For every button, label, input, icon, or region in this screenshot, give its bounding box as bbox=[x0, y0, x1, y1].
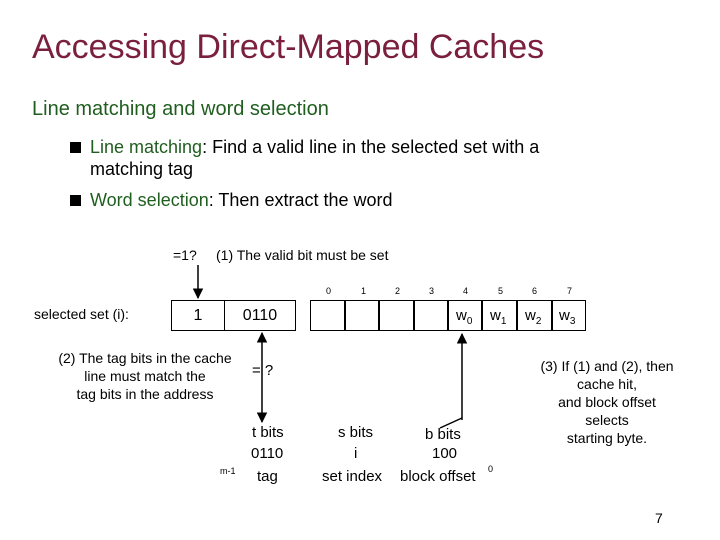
selected-set-label: selected set (i): bbox=[34, 306, 129, 322]
bullet-marker bbox=[70, 142, 81, 153]
block-divider bbox=[516, 300, 518, 331]
byte-index: 2 bbox=[395, 286, 401, 296]
s-bits-label: s bits bbox=[338, 424, 374, 441]
cache-hit-note: (3) If (1) and (2), then cache hit, and … bbox=[540, 358, 674, 446]
word-w3: w3 bbox=[559, 307, 576, 327]
block-offset-label: block offset bbox=[400, 468, 476, 485]
block-divider bbox=[447, 300, 449, 331]
bullet-line-matching-cont: matching tag bbox=[90, 159, 194, 179]
set-index-label: set index bbox=[322, 468, 383, 485]
valid-check-label: =1? bbox=[173, 247, 197, 263]
bullet-word-selection: Word selection: Then extract the word bbox=[90, 189, 393, 211]
bullet-line-matching: Line matching: Find a valid line in the … bbox=[90, 136, 539, 158]
bullet-text: : Find a valid line in the selected set … bbox=[202, 137, 540, 157]
byte-index: 3 bbox=[429, 286, 435, 296]
bullet-text: : Then extract the word bbox=[208, 190, 393, 210]
address-tag-value: 0110 bbox=[251, 445, 284, 462]
word-w1: w1 bbox=[490, 307, 507, 327]
offset-connector bbox=[439, 417, 463, 429]
block-offset-value: 100 bbox=[432, 445, 458, 462]
page-number: 7 bbox=[655, 510, 663, 526]
msb-index: m-1 bbox=[220, 466, 236, 476]
word-w0: w0 bbox=[456, 307, 473, 327]
byte-index: 6 bbox=[532, 286, 538, 296]
lsb-index: 0 bbox=[488, 464, 494, 474]
byte-index: 4 bbox=[463, 286, 469, 296]
b-bits-label: b bits bbox=[425, 426, 461, 443]
byte-index: 1 bbox=[361, 286, 367, 296]
tag-field-label: tag bbox=[257, 468, 278, 485]
t-bits-label: t bits bbox=[252, 424, 284, 441]
bullet-highlight: Line matching bbox=[90, 137, 203, 157]
valid-bit-note: (1) The valid bit must be set bbox=[216, 247, 389, 263]
set-index-value: i bbox=[354, 445, 358, 462]
tag-match-note: (2) The tag bits in the cache line must … bbox=[58, 350, 232, 402]
block-divider bbox=[551, 300, 553, 331]
block-divider bbox=[481, 300, 483, 331]
slide-title: Accessing Direct-Mapped Caches bbox=[32, 28, 545, 66]
tag-cell: 0110 bbox=[224, 300, 296, 331]
bullet-highlight: Word selection bbox=[90, 190, 209, 210]
section-heading: Line matching and word selection bbox=[32, 98, 329, 120]
byte-index: 0 bbox=[326, 286, 332, 296]
byte-index: 7 bbox=[567, 286, 573, 296]
block-divider bbox=[344, 300, 346, 331]
bullet-marker bbox=[70, 195, 81, 206]
block-divider bbox=[413, 300, 415, 331]
word-w2: w2 bbox=[525, 307, 542, 327]
block-divider bbox=[378, 300, 380, 331]
byte-index: 5 bbox=[498, 286, 504, 296]
